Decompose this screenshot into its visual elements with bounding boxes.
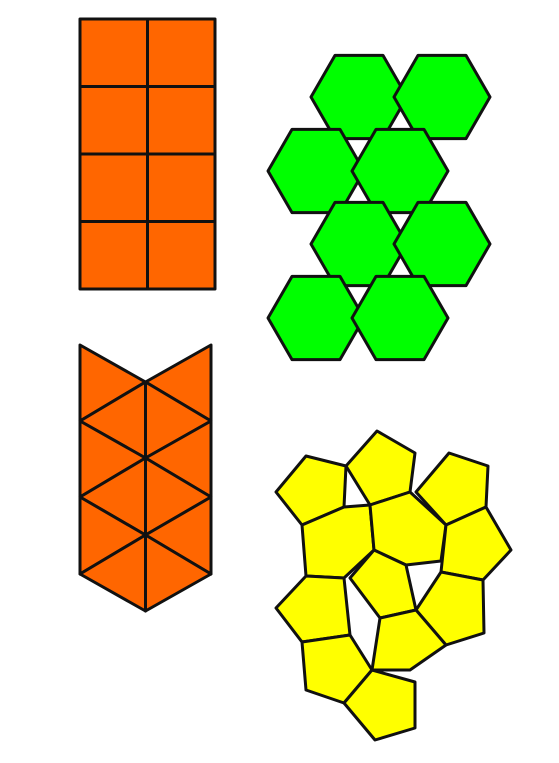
hexagon-tiling-group — [266, 53, 492, 362]
hexagon-tile — [392, 53, 492, 141]
square-tile — [146, 152, 217, 223]
pentagon-tile — [342, 668, 417, 742]
square-tile — [78, 17, 149, 88]
square-tile — [78, 220, 149, 291]
hexagon-tile — [392, 200, 492, 288]
square-tile — [146, 17, 217, 88]
triangle-tiling-group — [78, 343, 213, 613]
hexagon-tile — [350, 274, 450, 362]
square-tiling-group — [78, 17, 217, 291]
square-tile — [146, 220, 217, 291]
triangle-tile — [144, 533, 213, 613]
pentagon-tile — [274, 574, 352, 644]
square-tile — [78, 152, 149, 223]
hexagon-tile — [266, 274, 366, 362]
pentagon-tile — [414, 570, 486, 647]
hexagon-tile — [350, 127, 450, 215]
pentagon-tile — [370, 608, 448, 672]
pentagon-tiling-group — [274, 429, 513, 742]
hexagon-tile — [266, 127, 366, 215]
square-tile — [146, 85, 217, 156]
square-tile — [78, 85, 149, 156]
